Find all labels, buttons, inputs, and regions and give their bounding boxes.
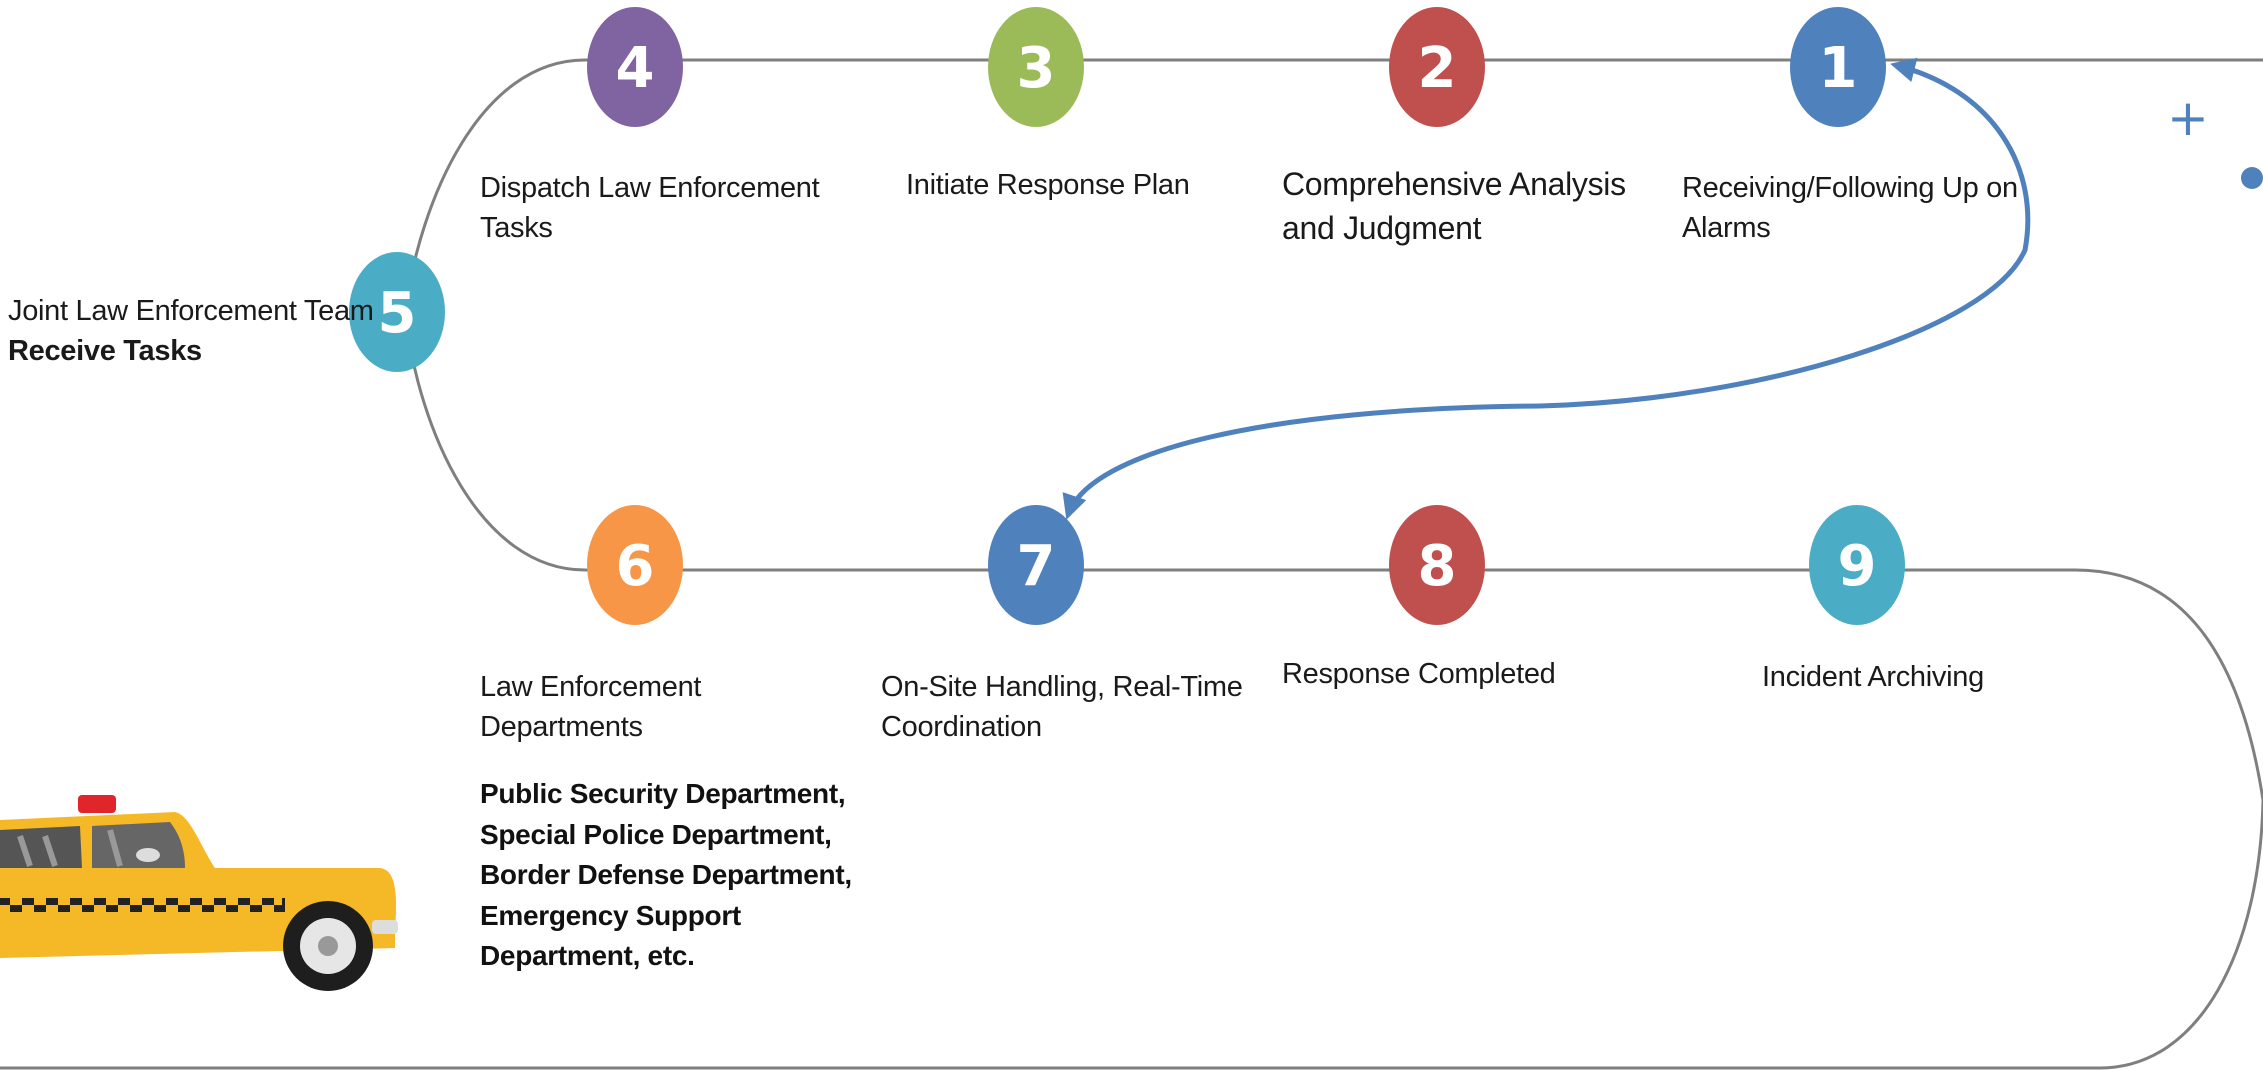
step-node-number: 4	[616, 36, 655, 101]
step-3-label: Initiate Response Plan	[906, 169, 1190, 201]
step-node-number: 3	[1017, 36, 1056, 101]
step-node-circle	[988, 505, 1084, 625]
step-node-8: 8	[1389, 505, 1485, 625]
step-node-circle	[1809, 505, 1905, 625]
step-8-label: Response Completed	[1282, 658, 1556, 690]
return-arrow	[1062, 57, 2031, 520]
step-node-6: 6	[587, 505, 683, 625]
step-node-circle	[1790, 7, 1886, 127]
department-list: Public Security Department, Special Poli…	[480, 774, 852, 977]
department-item: Special Police Department,	[480, 818, 832, 850]
step-node-number: 1	[1819, 36, 1858, 101]
step-node-circle	[587, 7, 683, 127]
department-item: Border Defense Department,	[480, 859, 852, 890]
step-node-number: 8	[1418, 534, 1457, 599]
step-node-number: 5	[378, 281, 417, 346]
department-item: Department, etc.	[480, 940, 695, 971]
step-node-2: 2	[1389, 7, 1485, 127]
step-node-circle	[1389, 7, 1485, 127]
step-node-circle	[587, 505, 683, 625]
plus-icon: +	[2167, 89, 2209, 147]
step-node-circle	[349, 252, 445, 372]
taxi-icon	[0, 795, 398, 991]
dot-icon	[2241, 167, 2263, 189]
step-node-9: 9	[1809, 505, 1905, 625]
department-item: Emergency Support	[480, 899, 741, 931]
department-item: Public Security Department,	[480, 778, 846, 809]
step-node-circle	[988, 7, 1084, 127]
step-node-number: 2	[1418, 36, 1457, 101]
step-node-number: 6	[616, 534, 655, 599]
step-node-number: 9	[1838, 534, 1877, 599]
step-9-label: Incident Archiving	[1762, 661, 1984, 693]
step-node-3: 3	[988, 7, 1084, 127]
flow-track-bottom	[0, 799, 2263, 1070]
step-node-4: 4	[587, 7, 683, 127]
step-node-7: 7	[988, 505, 1084, 625]
step-node-circle	[1389, 505, 1485, 625]
step-node-5: 5	[349, 252, 445, 372]
flow-track	[403, 58, 2263, 801]
step-node-number: 7	[1017, 534, 1056, 599]
step-node-1: 1	[1790, 7, 1886, 127]
